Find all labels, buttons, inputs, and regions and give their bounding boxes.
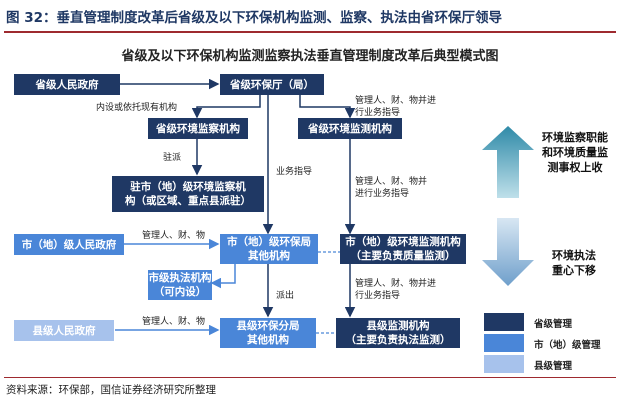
label-people-finance-assets: 管理人、财、物并进 (355, 96, 437, 106)
legend-label-provincial: 省级管理 (534, 319, 573, 330)
label-city-people-finance: 管理人、财、物 (142, 231, 206, 241)
node-county-monitoring: 县级监测机构（主要负责执法监测） (336, 318, 460, 348)
figure-title: 图 32：垂直管理制度改革后省级及以下环保机构监测、监察、执法由省环保厅领导 (6, 10, 502, 26)
label-dispatched: 派出 (276, 291, 295, 301)
label-internal-or-independent: 内设或依托现有机构 (96, 103, 178, 113)
arrow-city-enforcement (210, 263, 236, 289)
node-city-epb: 市（地）级环保局其他机构 (220, 234, 318, 264)
label-business-guidance: 业务指导 (276, 167, 313, 177)
arrow-epb-to-monitoring (299, 94, 356, 119)
downward-arrow-icon (482, 218, 534, 286)
footer-divider (4, 377, 616, 378)
node-provincial-government: 省级人民政府 (14, 74, 120, 95)
node-provincial-inspection: 省级环境监察机构 (148, 118, 248, 139)
label-business-guidance-c: 行业务指导 (355, 291, 401, 301)
node-county-government: 县级人民政府 (14, 320, 114, 341)
label-people-finance-assets-c: 管理人、财、物并进 (355, 279, 437, 289)
label-business-guidance-b: 进行业务指导 (355, 189, 410, 199)
upward-arrow-icon (482, 126, 534, 198)
legend-label-city: 市（地）级管理 (534, 340, 601, 351)
node-city-government: 市（地）级人民政府 (14, 234, 124, 255)
side-text-lower: 环境执法 重心下移 (552, 249, 596, 277)
node-county-epb: 县级环保分局其他机构 (220, 318, 316, 348)
label-business-guidance-suffix: 行业务指导 (355, 108, 401, 118)
side-text-upper: 环境监察职能 和环境质量监 测事权上收 (542, 131, 608, 174)
arrow-epb-to-inspection (191, 94, 261, 119)
node-city-monitoring: 市（地）级环境监测机构（主要负责质量监测） (340, 234, 466, 264)
legend-swatch-provincial (484, 313, 524, 331)
label-county-people-finance: 管理人、财、物 (142, 317, 206, 327)
node-city-enforcement: 市级执法机构（可内设） (148, 270, 212, 300)
legend-swatch-county (484, 355, 524, 373)
legend-label-county: 县级管理 (534, 361, 573, 372)
label-people-finance-assets-b: 管理人、财、物并 (355, 177, 428, 187)
diagram-title: 省级及以下环保机构监测监察执法垂直管理制度改革后典型模式图 (121, 49, 499, 64)
label-dispatch: 驻派 (163, 153, 182, 163)
node-city-inspection: 驻市（地）级环境监察机构（或区域、重点县派驻） (112, 176, 264, 212)
node-provincial-epb: 省级环保厅（局） (220, 74, 324, 95)
header-divider (4, 31, 616, 33)
source-note: 资料来源：环保部，国信证券经济研究所整理 (6, 384, 216, 396)
legend-swatch-city (484, 334, 524, 352)
node-provincial-monitoring: 省级环境监测机构 (298, 118, 402, 139)
